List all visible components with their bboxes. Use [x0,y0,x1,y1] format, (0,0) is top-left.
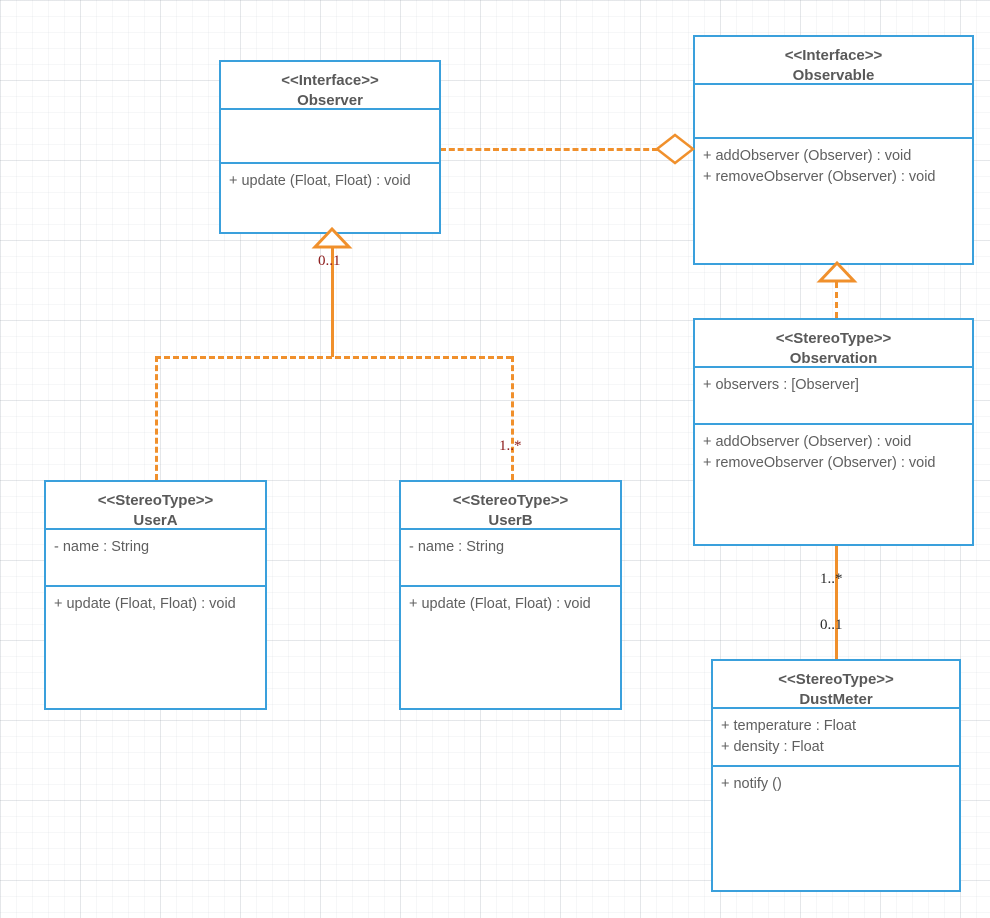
class-stereotype-observer: <<Interface>> [281,72,379,89]
class-operations-dustmeter: + notify () [713,767,959,890]
class-name-userb: UserB [488,512,533,529]
multiplicity-observer-end: 0..1 [318,253,341,269]
connector-observable-observer-line [440,148,658,151]
class-operation: + addObserver (Observer) : void [703,434,912,450]
class-operation: + addObserver (Observer) : void [703,148,912,164]
class-operation: + notify () [721,776,782,792]
class-operation: + removeObserver (Observer) : void [703,454,936,471]
connector-users-branch-bar [155,356,512,359]
class-name-usera: UserA [133,512,178,529]
class-name-observation: Observation [789,350,878,367]
realization-triangle-observable [816,260,858,283]
class-header-observer: <<Interface>> Observer [221,62,439,110]
class-attributes-observation: + observers : [Observer] [695,368,972,425]
class-operation: + update (Float, Float) : void [409,596,591,612]
multiplicity-dustmeter-end: 0..1 [820,617,843,633]
multiplicity-observation-end: 1..* [820,571,843,587]
class-header-observable: <<Interface>> Observable [695,37,972,85]
class-stereotype-observable: <<Interface>> [784,47,883,64]
class-box-usera[interactable]: <<StereoType>> UserA - name : String + u… [44,480,267,710]
class-header-observation: <<StereoType>> Observation [695,320,972,368]
class-attribute: + density : Float [721,738,824,755]
class-stereotype-userb: <<StereoType>> [452,492,569,509]
class-attribute: - name : String [54,539,150,555]
class-attributes-observable [695,85,972,139]
class-attributes-userb: - name : String [401,530,620,587]
class-name-observer: Observer [297,92,363,109]
class-name-observable: Observable [792,67,875,84]
class-box-observer[interactable]: <<Interface>> Observer + update (Float, … [219,60,441,234]
aggregation-diamond-observable [654,133,696,165]
connector-drop-usera [155,356,158,480]
class-box-observation[interactable]: <<StereoType>> Observation + observers :… [693,318,974,546]
class-operations-usera: + update (Float, Float) : void [46,587,265,708]
class-stereotype-dustmeter: <<StereoType>> [778,671,894,688]
class-operation: + update (Float, Float) : void [54,596,236,612]
class-operation: + update (Float, Float) : void [229,173,411,189]
class-operations-observable: + addObserver (Observer) : void + remove… [695,139,972,263]
class-box-observable[interactable]: <<Interface>> Observable + addObserver (… [693,35,974,265]
class-operation: + removeObserver (Observer) : void [703,168,936,185]
class-attribute: - name : String [409,539,505,555]
class-header-usera: <<StereoType>> UserA [46,482,265,530]
class-header-dustmeter: <<StereoType>> DustMeter [713,661,959,709]
class-operations-userb: + update (Float, Float) : void [401,587,620,708]
class-stereotype-usera: <<StereoType>> [97,492,214,509]
class-header-userb: <<StereoType>> UserB [401,482,620,530]
connector-drop-userb [511,356,514,480]
connector-observable-observation-line [835,282,838,318]
connector-observation-dustmeter-line [835,545,838,661]
class-attributes-dustmeter: + temperature : Float + density : Float [713,709,959,767]
class-box-userb[interactable]: <<StereoType>> UserB - name : String + u… [399,480,622,710]
class-box-dustmeter[interactable]: <<StereoType>> DustMeter + temperature :… [711,659,961,892]
class-attributes-observer [221,110,439,164]
connector-observer-stem [331,242,334,357]
class-operations-observation: + addObserver (Observer) : void + remove… [695,425,972,544]
class-stereotype-observation: <<StereoType>> [775,330,892,347]
realization-triangle-observer [311,226,353,249]
class-operations-observer: + update (Float, Float) : void [221,164,439,232]
multiplicity-users-end: 1..* [499,438,522,454]
class-attribute: + observers : [Observer] [703,377,859,393]
class-attribute: + temperature : Float [721,718,856,734]
class-attributes-usera: - name : String [46,530,265,587]
class-name-dustmeter: DustMeter [799,691,873,708]
